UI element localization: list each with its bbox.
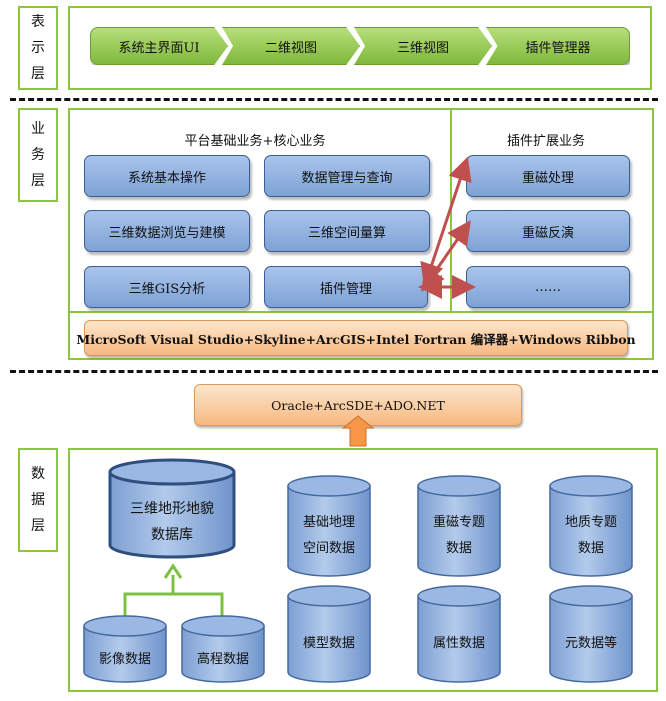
plugin-management-box[interactable]: 插件管理 [264, 266, 428, 308]
db-line: 重磁专题 [432, 515, 485, 530]
elevation-cylinder [181, 615, 265, 683]
imagery-data-label[interactable]: 影像数据 [98, 652, 151, 667]
main-database-cylinder [108, 458, 236, 559]
data-access-bar: Oracle+ArcSDE+ADO.NET [194, 384, 522, 426]
label-char: 数 [31, 466, 45, 482]
data-layer-label: 数 据 层 [18, 448, 58, 552]
main-db-line2: 数据库 [151, 527, 193, 543]
attribute-data-label[interactable]: 属性数据 [432, 636, 485, 651]
label-char: 层 [31, 518, 45, 534]
db-line: 地质专题 [564, 515, 617, 530]
imagery-cylinder [83, 615, 167, 683]
db-line: 基础地理 [302, 515, 355, 530]
label-char: 业 [31, 121, 45, 137]
3d-view-button[interactable]: 三维视图 [354, 27, 492, 65]
data-management-box[interactable]: 数据管理与查询 [264, 155, 430, 197]
geology-label[interactable]: 地质专题 数据 [550, 510, 632, 562]
up-arrow-icon [341, 415, 375, 447]
db-line: 空间数据 [302, 541, 355, 556]
db-line: 数据 [445, 541, 472, 556]
db-line: 数据 [577, 541, 604, 556]
gravity-magnetic-processing-box[interactable]: 重磁处理 [466, 155, 630, 197]
3d-gis-analysis-box[interactable]: 三维GIS分析 [84, 266, 250, 308]
source-merge-connector [123, 575, 224, 622]
geology-cylinder [549, 475, 633, 577]
business-layer-label: 业 务 层 [18, 108, 58, 202]
model-cylinder [287, 585, 371, 683]
platform-tech-bar: MicroSoft Visual Studio+Skyline+ArcGIS+I… [76, 320, 636, 356]
presentation-layer-label: 表 示 层 [18, 6, 58, 90]
plugin-to-processing-arrow [420, 156, 472, 288]
platform-divider [70, 311, 652, 313]
plugin-to-inversion-arrow [421, 220, 471, 292]
label-char: 务 [31, 147, 45, 163]
model-data-label[interactable]: 模型数据 [302, 636, 355, 651]
plugin-manager-button[interactable]: 插件管理器 [486, 27, 630, 65]
label-char: 据 [31, 492, 45, 508]
main-ui-button[interactable]: 系统主界面UI [90, 27, 228, 65]
basic-geo-cylinder [287, 475, 371, 577]
gravity-magnetic-label[interactable]: 重磁专题 数据 [418, 510, 500, 562]
2d-view-button[interactable]: 二维视图 [222, 27, 360, 65]
metadata-cylinder [549, 585, 633, 683]
metadata-label[interactable]: 元数据等 [564, 636, 617, 651]
layer-divider [10, 98, 658, 101]
label-char: 层 [31, 66, 45, 82]
main-db-line1: 三维地形地貌 [130, 501, 214, 517]
more-plugins-box[interactable]: …… [466, 266, 630, 308]
basic-operation-box[interactable]: 系统基本操作 [84, 155, 250, 197]
up-arrow-icon [163, 563, 183, 579]
gravity-magnetic-cylinder [417, 475, 501, 577]
label-char: 示 [31, 40, 45, 56]
label-char: 层 [31, 173, 45, 189]
core-business-title: 平台基础业务+核心业务 [184, 134, 326, 149]
attribute-cylinder [417, 585, 501, 683]
elevation-data-label[interactable]: 高程数据 [196, 652, 249, 667]
gravity-magnetic-inversion-box[interactable]: 重磁反演 [466, 210, 630, 252]
layer-divider [10, 370, 658, 373]
3d-browse-modeling-box[interactable]: 三维数据浏览与建模 [84, 210, 250, 252]
plugin-business-title: 插件扩展业务 [506, 134, 585, 149]
main-database-label[interactable]: 三维地形地貌 数据库 [110, 496, 234, 548]
basic-geo-label[interactable]: 基础地理 空间数据 [288, 510, 370, 562]
3d-measurement-box[interactable]: 三维空间量算 [264, 210, 430, 252]
label-char: 表 [31, 14, 45, 30]
